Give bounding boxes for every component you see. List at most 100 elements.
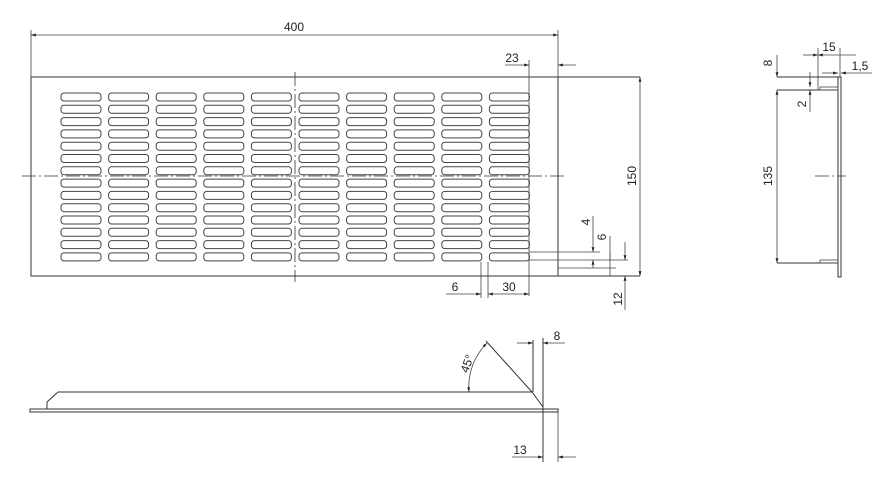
vent-slot xyxy=(441,92,483,102)
vent-slot xyxy=(155,252,197,262)
vent-slot xyxy=(203,129,245,139)
slot-height-dim-label: 4 xyxy=(579,218,593,225)
thickness-dim-label: 1,5 xyxy=(852,59,869,73)
vent-slot xyxy=(393,104,435,114)
vent-slot xyxy=(203,203,245,213)
vent-slot xyxy=(60,141,102,151)
vent-slot xyxy=(155,178,197,188)
slot-gap-dim-label: 6 xyxy=(452,280,459,294)
vent-slot xyxy=(488,240,530,250)
vent-slot xyxy=(393,129,435,139)
vent-slot xyxy=(488,190,530,200)
vent-slot xyxy=(155,92,197,102)
vent-slot xyxy=(203,252,245,262)
side-plate xyxy=(837,76,842,278)
vent-slot xyxy=(108,252,150,262)
vent-slot xyxy=(203,92,245,102)
vent-slot xyxy=(441,104,483,114)
vent-slot xyxy=(488,252,530,262)
vent-slot xyxy=(298,104,340,114)
vent-slot xyxy=(393,215,435,225)
slot-length-dim-label: 30 xyxy=(502,280,516,294)
vent-slot xyxy=(60,92,102,102)
width-dim-label: 400 xyxy=(284,20,304,34)
vent-slot xyxy=(155,190,197,200)
vent-slot xyxy=(298,141,340,151)
vent-slot xyxy=(298,117,340,127)
vent-slot xyxy=(155,215,197,225)
vent-slot xyxy=(441,190,483,200)
vent-slot xyxy=(488,117,530,127)
vent-slot xyxy=(250,166,292,176)
vent-slot xyxy=(60,215,102,225)
vent-slot xyxy=(203,117,245,127)
vent-slot xyxy=(108,117,150,127)
vent-slot xyxy=(60,178,102,188)
vent-slot xyxy=(203,227,245,237)
vent-slot xyxy=(298,166,340,176)
vent-slot xyxy=(298,92,340,102)
vent-slot xyxy=(155,227,197,237)
vent-slot xyxy=(298,252,340,262)
vent-slot xyxy=(298,203,340,213)
vent-slot xyxy=(203,166,245,176)
vent-slot xyxy=(393,166,435,176)
vent-slot xyxy=(108,190,150,200)
vent-slot xyxy=(250,117,292,127)
slot-pitch-dim-label: 6 xyxy=(595,233,609,240)
vent-slot xyxy=(155,117,197,127)
side-view: 8 135 15 1,5 2 xyxy=(761,40,872,278)
vent-slot xyxy=(488,166,530,176)
vent-slot xyxy=(155,104,197,114)
vent-slot xyxy=(298,178,340,188)
vent-slot xyxy=(108,203,150,213)
vent-slot xyxy=(298,154,340,163)
vent-slot xyxy=(250,141,292,151)
vent-slot xyxy=(488,104,530,114)
vent-slot xyxy=(441,154,483,163)
vent-slot xyxy=(346,252,388,262)
vent-slot xyxy=(250,92,292,102)
vent-slot xyxy=(346,129,388,139)
vent-slot xyxy=(393,203,435,213)
vent-slot xyxy=(108,129,150,139)
vent-slot xyxy=(346,190,388,200)
vent-slot xyxy=(393,141,435,151)
vent-slot xyxy=(441,178,483,188)
vent-slot xyxy=(203,104,245,114)
vent-slot xyxy=(441,227,483,237)
vent-slot xyxy=(441,203,483,213)
vent-slot xyxy=(108,240,150,250)
tab-dim-label: 2 xyxy=(795,100,809,107)
vent-slot xyxy=(346,240,388,250)
vent-slot xyxy=(108,154,150,163)
vent-slot xyxy=(155,129,197,139)
vent-slot xyxy=(60,129,102,139)
vent-slot xyxy=(108,227,150,237)
vent-slot xyxy=(250,190,292,200)
vent-slot xyxy=(203,215,245,225)
edge-margin-dim-label: 23 xyxy=(505,51,519,65)
vent-slot xyxy=(250,240,292,250)
vent-slot xyxy=(60,240,102,250)
vent-slot xyxy=(155,203,197,213)
vent-slot xyxy=(488,92,530,102)
vent-slot xyxy=(298,129,340,139)
flange-depth-dim-label: 15 xyxy=(822,40,836,54)
height-dim-label: 150 xyxy=(625,166,639,186)
vent-slot xyxy=(393,227,435,237)
vent-slot xyxy=(441,166,483,176)
vent-slot xyxy=(346,141,388,151)
vent-slot xyxy=(393,154,435,163)
offset-top-dim-label: 8 xyxy=(554,329,561,343)
vent-slot xyxy=(346,104,388,114)
vent-slot xyxy=(108,92,150,102)
vent-slot xyxy=(346,178,388,188)
vent-slot xyxy=(203,154,245,163)
vent-slot xyxy=(60,252,102,262)
vent-slot xyxy=(203,178,245,188)
offset-bottom-dim-label: 13 xyxy=(513,443,527,457)
vent-slot xyxy=(155,141,197,151)
vent-slot xyxy=(108,141,150,151)
vent-slot xyxy=(60,154,102,163)
